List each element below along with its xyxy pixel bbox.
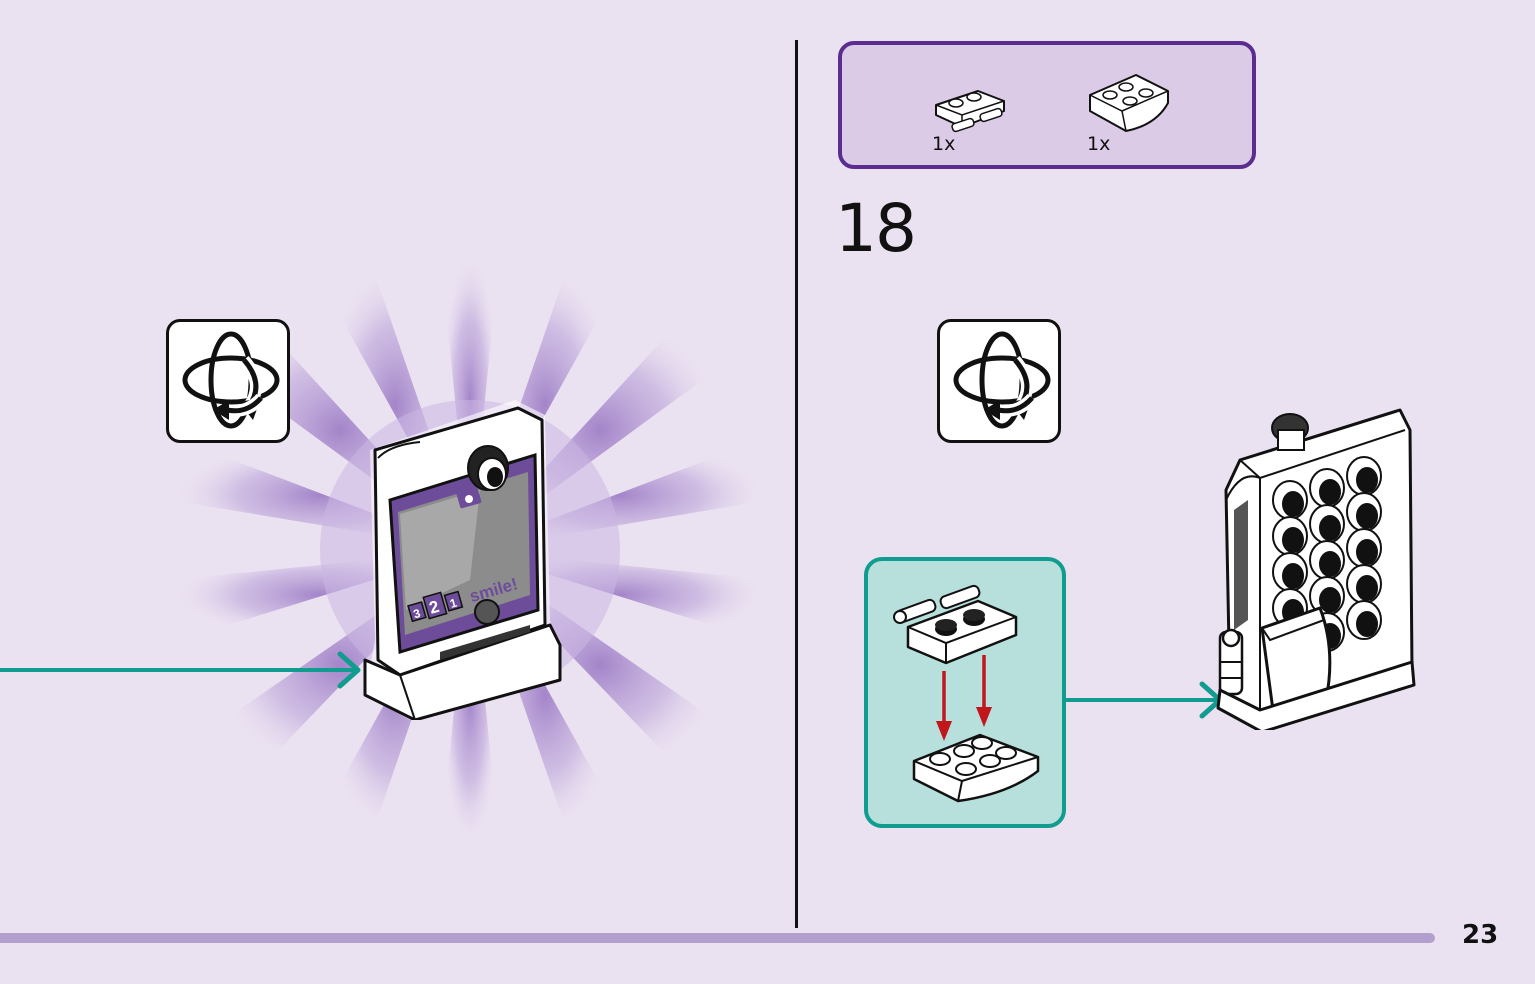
- plate-1x2-with-clips-icon: [935, 90, 1005, 133]
- plate-with-clips: [893, 584, 1018, 665]
- rotate-model-icon: [937, 319, 1061, 443]
- subassembly-diagram: [893, 584, 1040, 803]
- camera-lens: [467, 445, 509, 491]
- photo-booth-model: 3 2 1 smile!: [363, 400, 562, 720]
- inverted-slope-plate: [912, 733, 1040, 803]
- photo-booth-back-model: [1216, 408, 1416, 730]
- page-divider: [795, 40, 798, 928]
- countdown-digit-3: 3: [412, 606, 423, 621]
- page-number: 23: [1462, 920, 1499, 950]
- footer-bar: [0, 933, 1435, 943]
- rotate-arrows-icon: [953, 331, 1051, 429]
- rotate-arrows-icon: [182, 331, 280, 429]
- connector-arrow-left: [0, 651, 361, 689]
- camera-icon: [456, 487, 482, 509]
- part-quantity-1: 1x: [932, 133, 956, 155]
- countdown-digit-1: 1: [448, 596, 459, 611]
- inverted-slope-plate-icon: [1089, 74, 1169, 132]
- clip-hinge: [1218, 628, 1244, 696]
- subassembly-callout: [864, 557, 1066, 828]
- parts-list: 1x 1x: [838, 41, 1256, 169]
- step-number: 18: [835, 190, 917, 267]
- rotate-model-icon: [166, 319, 290, 443]
- part-quantity-2: 1x: [1087, 133, 1111, 155]
- insertion-arrows: [936, 655, 992, 741]
